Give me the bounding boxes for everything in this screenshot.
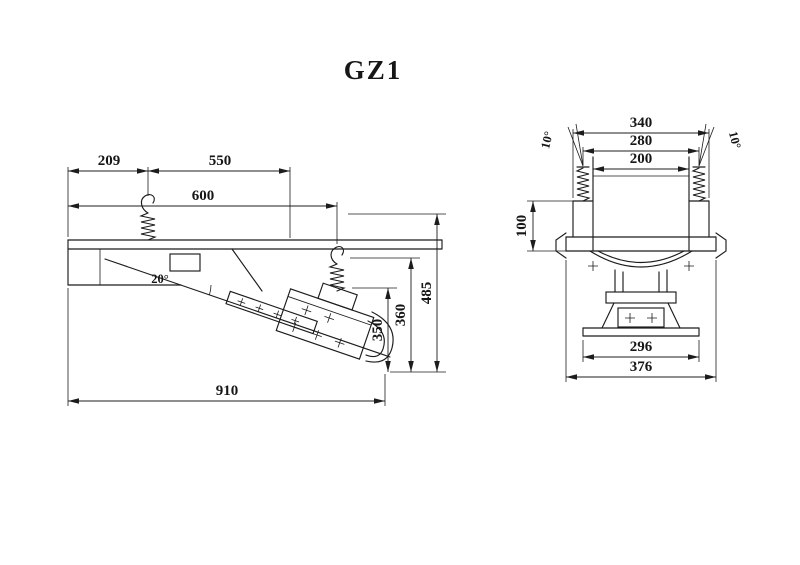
dim-296: 296 [583, 339, 699, 360]
drive-unit-front [582, 269, 700, 337]
front-view-dimensions: 340 280 200 100 296 376 [514, 115, 717, 382]
connector-arm [225, 290, 318, 335]
dim-910-label: 910 [216, 383, 239, 399]
dim-209: 209 [68, 153, 148, 174]
dim-550: 550 [148, 153, 290, 174]
dim-350: 350 [370, 288, 391, 372]
dim-485-label: 485 [419, 282, 435, 305]
angle-20-label: 20° [151, 272, 169, 286]
angle-20-mark: 20° [151, 272, 212, 295]
flange-cross-marks [588, 261, 694, 271]
front-view: 10° 10° [514, 115, 744, 382]
feeder-trough-outline [67, 239, 443, 358]
dim-485: 485 [419, 214, 440, 372]
dim-340: 340 [573, 115, 709, 136]
angle-10-left-mark: 10° [538, 123, 584, 167]
dim-600-label: 600 [192, 188, 215, 204]
dim-280-label: 280 [630, 133, 653, 149]
suspension-spring-rear [328, 245, 346, 292]
vibrator-cross-marks [289, 305, 345, 348]
angle-10-right-mark: 10° [698, 123, 744, 167]
left-clamp-tab [555, 232, 567, 259]
dim-376-label: 376 [630, 359, 653, 375]
angle-10-left-label: 10° [538, 130, 556, 150]
dim-910: 910 [68, 383, 385, 404]
dim-376: 376 [566, 359, 716, 380]
right-clamp-tab [715, 232, 727, 259]
page-title: GZ1 [344, 55, 403, 85]
front-spring-right [691, 166, 707, 202]
spring-bracket [317, 282, 358, 311]
trough-cross-section [555, 156, 727, 271]
discharge-curve [365, 311, 394, 363]
suspension-spring-front [139, 193, 157, 241]
dim-350-label: 350 [370, 319, 386, 342]
dim-360: 360 [393, 258, 414, 372]
dim-340-label: 340 [630, 115, 653, 131]
pedestal-cross-marks [625, 313, 657, 323]
name-plate [169, 253, 201, 272]
side-view-dimensions: 209 550 600 910 485 360 [67, 153, 446, 406]
dim-296-label: 296 [630, 339, 653, 355]
dim-280: 280 [583, 133, 699, 154]
dim-100-label: 100 [514, 215, 530, 238]
front-spring-left [575, 166, 591, 202]
angle-10-right-label: 10° [726, 130, 744, 150]
dim-209-label: 209 [98, 153, 121, 169]
vibrator-box [275, 282, 375, 360]
side-view: 20° [67, 153, 446, 406]
dim-200: 200 [593, 151, 689, 172]
dim-550-label: 550 [209, 153, 232, 169]
dim-100: 100 [514, 201, 536, 251]
dim-360-label: 360 [393, 304, 409, 327]
dim-600: 600 [68, 188, 337, 209]
connector-arm-cross-marks [237, 298, 300, 325]
dim-200-label: 200 [630, 151, 653, 167]
